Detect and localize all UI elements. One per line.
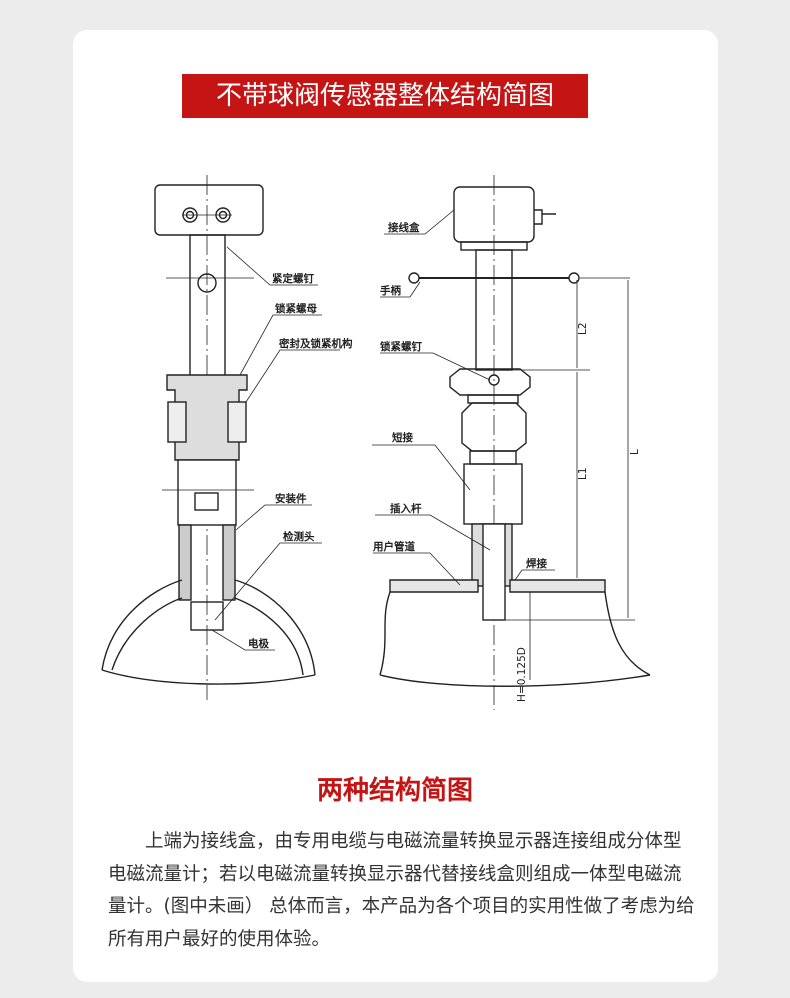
right-leader-lines bbox=[372, 209, 555, 586]
label-junction-box: 接线盒 bbox=[388, 221, 420, 234]
description-text: 上端为接线盒，由专用电缆与电磁流量转换显示器连接组成分体型电磁流量计；若以电磁流… bbox=[108, 831, 695, 950]
label-electrode: 电极 bbox=[248, 637, 269, 650]
label-lock-screw: 锁紧螺钉 bbox=[380, 340, 422, 353]
dim-l: L bbox=[629, 449, 641, 455]
label-seal-lock-mechanism: 密封及锁紧机构 bbox=[279, 337, 353, 350]
label-set-screw: 紧定螺钉 bbox=[272, 272, 314, 285]
structure-diagram: 紧定螺钉 锁紧螺母 密封及锁紧机构 安装件 检测头 电极 接线盒 手柄 锁紧螺钉… bbox=[101, 175, 651, 710]
label-welding: 焊接 bbox=[526, 557, 547, 570]
section-subtitle: 两种结构简图 bbox=[316, 776, 473, 806]
label-lock-nut: 锁紧螺母 bbox=[275, 302, 317, 315]
label-handle: 手柄 bbox=[380, 284, 401, 297]
dim-l2: L2 bbox=[577, 322, 589, 335]
page-title: 不带球阀传感器整体结构简图 bbox=[182, 74, 588, 118]
left-sensor-diagram bbox=[101, 175, 316, 700]
right-sensor-diagram bbox=[379, 175, 651, 710]
label-mounting-part: 安装件 bbox=[275, 492, 307, 505]
label-user-pipeline: 用户管道 bbox=[372, 540, 415, 553]
label-short-pipe: 短接 bbox=[392, 431, 413, 444]
dim-h: H=0.125D bbox=[516, 647, 528, 702]
right-dimension-lines bbox=[505, 277, 635, 680]
label-detection-head: 检测头 bbox=[283, 530, 315, 543]
left-leader-lines bbox=[211, 246, 340, 651]
label-insertion-rod: 插入杆 bbox=[390, 502, 422, 515]
dim-l1: L1 bbox=[577, 467, 589, 480]
